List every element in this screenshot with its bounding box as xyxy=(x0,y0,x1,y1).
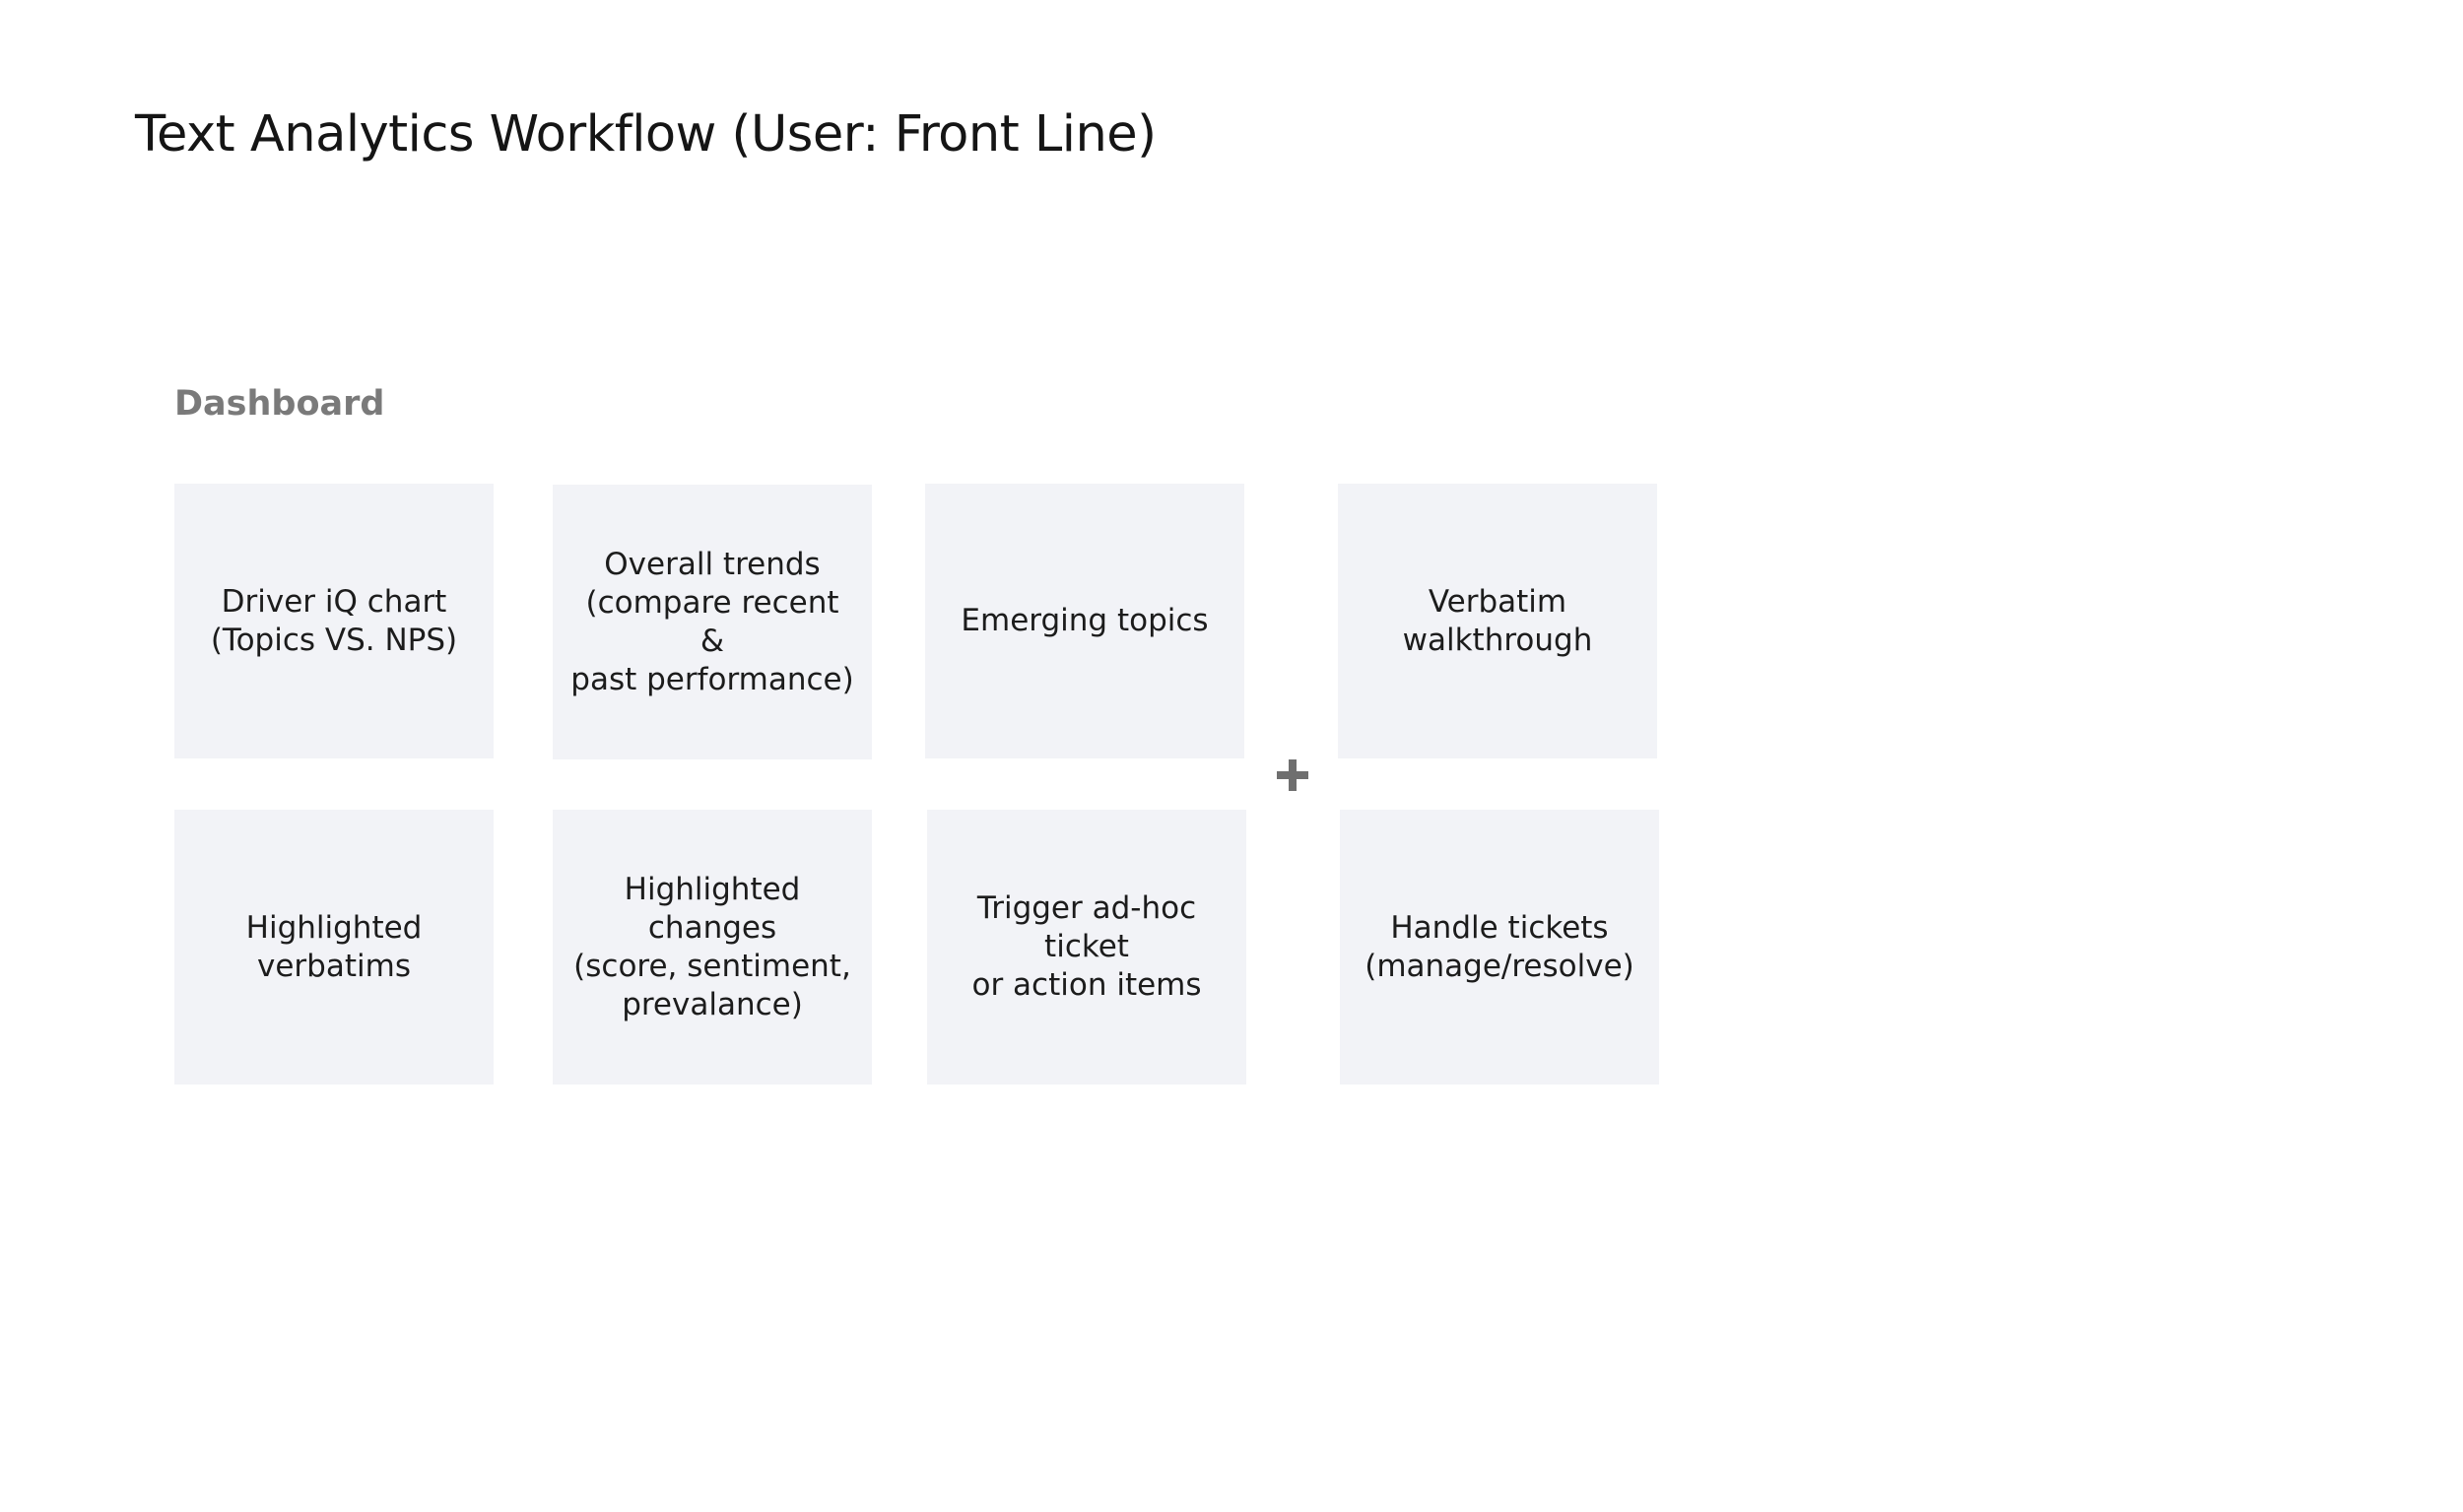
card-label: Driver iQ chart (Topics VS. NPS) xyxy=(210,583,458,658)
card-handle-tickets: Handle tickets (manage/resolve) xyxy=(1340,810,1659,1085)
plus-icon xyxy=(1277,759,1308,791)
card-driver-iq-chart: Driver iQ chart (Topics VS. NPS) xyxy=(174,484,494,758)
card-label: Highlighted verbatims xyxy=(245,909,423,984)
card-label: Highlighted changes (score, sentiment, p… xyxy=(573,871,851,1022)
card-label: Verbatim walkthrough xyxy=(1402,583,1593,658)
card-overall-trends: Overall trends (compare recent & past pe… xyxy=(553,485,872,759)
card-label: Overall trends (compare recent & past pe… xyxy=(570,546,854,697)
page-title: Text Analytics Workflow (User: Front Lin… xyxy=(135,105,1157,164)
card-label: Handle tickets (manage/resolve) xyxy=(1365,909,1634,984)
card-emerging-topics: Emerging topics xyxy=(925,484,1244,758)
card-label: Emerging topics xyxy=(961,603,1209,638)
card-highlighted-changes: Highlighted changes (score, sentiment, p… xyxy=(553,810,872,1085)
card-label: Trigger ad-hoc ticket or action items xyxy=(971,890,1202,1003)
card-verbatim-walkthrough: Verbatim walkthrough xyxy=(1338,484,1657,758)
card-highlighted-verbatims: Highlighted verbatims xyxy=(174,810,494,1085)
card-trigger-ticket: Trigger ad-hoc ticket or action items xyxy=(927,810,1246,1085)
section-heading-dashboard: Dashboard xyxy=(174,384,385,424)
